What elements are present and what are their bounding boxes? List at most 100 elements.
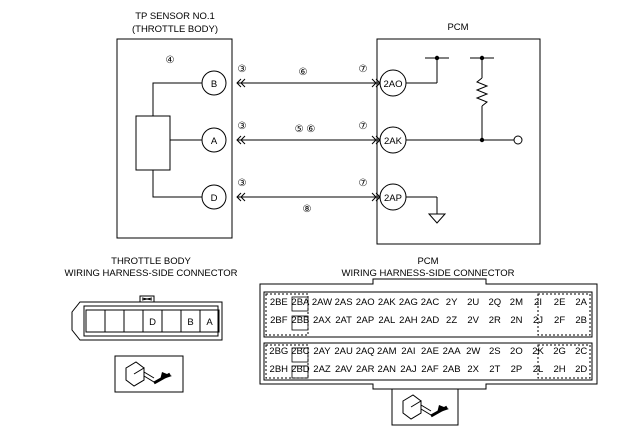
throttle-connector-cell — [104, 309, 125, 333]
pcm-connector-pin: 2R — [489, 315, 501, 326]
sensor-pin-a — [201, 127, 227, 153]
pcm-connector-pin: 2G — [553, 346, 566, 357]
pcm-connector-pin: 2AP — [356, 315, 374, 326]
wire-a-pcm-note: ⑦ — [359, 121, 368, 132]
pcm-connector-pin: 2BC — [291, 346, 310, 357]
pcm-connector-pin: 2AC — [421, 297, 440, 308]
pcm-connector-pin: 2AS — [335, 297, 353, 308]
wire-a-mid-note: ⑤ ⑥ — [295, 124, 316, 135]
pcm-connector-pin: 2AV — [335, 364, 353, 375]
pcm-connector-pin: 2U — [467, 297, 479, 308]
pcm-connector-pin: 2AT — [335, 315, 352, 326]
pcm-connector-pin: 2AA — [443, 346, 462, 357]
pcm-pullup-resistor — [475, 77, 489, 107]
throttle-connector-cell — [199, 309, 220, 333]
pcm-connector-pin: 2J — [533, 315, 543, 326]
pcm-connector-pin: 2AE — [421, 346, 439, 357]
throttle-connector-cell — [123, 309, 144, 333]
pcm-connector-pin: 2BA — [291, 297, 310, 308]
pcm-connector-pin: 2B — [575, 315, 587, 326]
pcm-connector-pin: 2AY — [313, 346, 331, 357]
pcm-connector-pin: 2AO — [356, 297, 375, 308]
wire-b-sensor-note: ③ — [238, 64, 247, 75]
pcm-connector-pin: 2Q — [488, 297, 501, 308]
ground-icon — [427, 213, 447, 224]
pcm-connector-pin: 2W — [466, 346, 480, 357]
sensor-note: ④ — [166, 55, 175, 66]
pcm-connector-pin: 2AW — [312, 297, 332, 308]
throttle-connector-title: THROTTLE BODY — [111, 256, 191, 267]
pcm-connector-pin: 2BB — [291, 315, 309, 326]
wire-a-sensor-note: ③ — [238, 121, 247, 132]
pcm-connector-pin: 2P — [511, 364, 523, 375]
wire-d-pcm-note: ⑦ — [359, 178, 368, 189]
pcm-connector-pin: 2AK — [378, 297, 397, 308]
pcm-connector-pin: 2AD — [421, 315, 440, 326]
pcm-connector-pin: 2AU — [334, 346, 353, 357]
pcm-connector-pin: 2BG — [269, 346, 288, 357]
throttle-connector-cell-label: B — [187, 317, 193, 328]
pcm-connector-title: PCM — [417, 256, 438, 267]
throttle-connector-subtitle: WIRING HARNESS-SIDE CONNECTOR — [65, 268, 238, 279]
pcm-connector-pin: 2BH — [270, 364, 289, 375]
pcm-connector-pin: 2AH — [399, 315, 418, 326]
pcm-connector-pin: 2AJ — [400, 364, 417, 375]
pcm-connector-pin: 2N — [510, 315, 522, 326]
pcm-pin-2ak-label: 2AK — [384, 136, 403, 147]
sensor-pin-b-label: B — [211, 79, 217, 90]
throttle-connector — [71, 295, 223, 341]
sensor-pin-d-label: D — [211, 193, 218, 204]
pcm-connector-pin: 2H — [554, 364, 566, 375]
sensor-box — [116, 38, 233, 239]
pcm-connector-pin: 2M — [510, 297, 523, 308]
throttle-connector-cell-label: D — [149, 317, 156, 328]
connector-plug-icon — [114, 355, 184, 393]
pcm-connector-pin: 2C — [575, 346, 587, 357]
pcm-connector-pin: 2Y — [446, 297, 458, 308]
pcm-title: PCM — [447, 22, 468, 33]
pcm-node-3 — [479, 137, 485, 143]
pcm-connector-pin: 2AF — [421, 364, 439, 375]
pcm-pin-2ap-label: 2AP — [384, 193, 402, 204]
pcm-connector-pin: 2AZ — [313, 364, 331, 375]
pcm-connector-pin: 2A — [575, 297, 587, 308]
wire-d-mid-note: ⑧ — [303, 204, 312, 215]
pcm-connector-subtitle: WIRING HARNESS-SIDE CONNECTOR — [342, 268, 515, 279]
sensor-pin-d — [201, 184, 227, 210]
pcm-connector-pin: 2T — [489, 364, 500, 375]
sensor-title: TP SENSOR NO.1 — [135, 11, 215, 22]
potentiometer-element — [135, 115, 171, 171]
pcm-connector-pin: 2E — [554, 297, 566, 308]
pcm-connector-pin: 2AX — [313, 315, 332, 326]
pcm-connector-pin: 2AQ — [356, 346, 375, 357]
pcm-box — [376, 38, 541, 245]
pcm-connector-pin: 2BD — [291, 364, 310, 375]
throttle-connector-cell-label: A — [206, 317, 213, 328]
pcm-connector-pin: 2X — [467, 364, 479, 375]
internal-wire-b — [152, 82, 202, 116]
pcm-connector-pin: 2AB — [443, 364, 461, 375]
pcm-connector-pin: 2AL — [378, 315, 395, 326]
pcm-connector-pin: 2BE — [270, 297, 288, 308]
pcm-connector-pin: 2F — [554, 315, 565, 326]
pcm-connector-pin: 2AI — [401, 346, 415, 357]
pcm-node-1 — [434, 55, 440, 61]
sensor-pin-a-label: A — [211, 136, 218, 147]
pcm-connector-pin: 2S — [489, 346, 501, 357]
pcm-connector-pin: 2O — [510, 346, 523, 357]
pcm-connector-housing — [259, 278, 598, 390]
internal-wire-d — [152, 170, 202, 198]
pcm-connector-pin: 2BF — [270, 315, 288, 326]
pcm-connector-pin: 2K — [532, 346, 544, 357]
wire-b-mid-note: ⑥ — [299, 67, 308, 78]
pcm-pin-2ao-label: 2AO — [383, 79, 402, 90]
pcm-connector-pin: 2V — [467, 315, 479, 326]
connector-plug-icon-pcm — [391, 388, 459, 426]
sensor-subtitle: (THROTTLE BODY) — [132, 24, 218, 35]
connector-chevrons — [236, 78, 381, 202]
pcm-connector-pin: 2D — [575, 364, 587, 375]
